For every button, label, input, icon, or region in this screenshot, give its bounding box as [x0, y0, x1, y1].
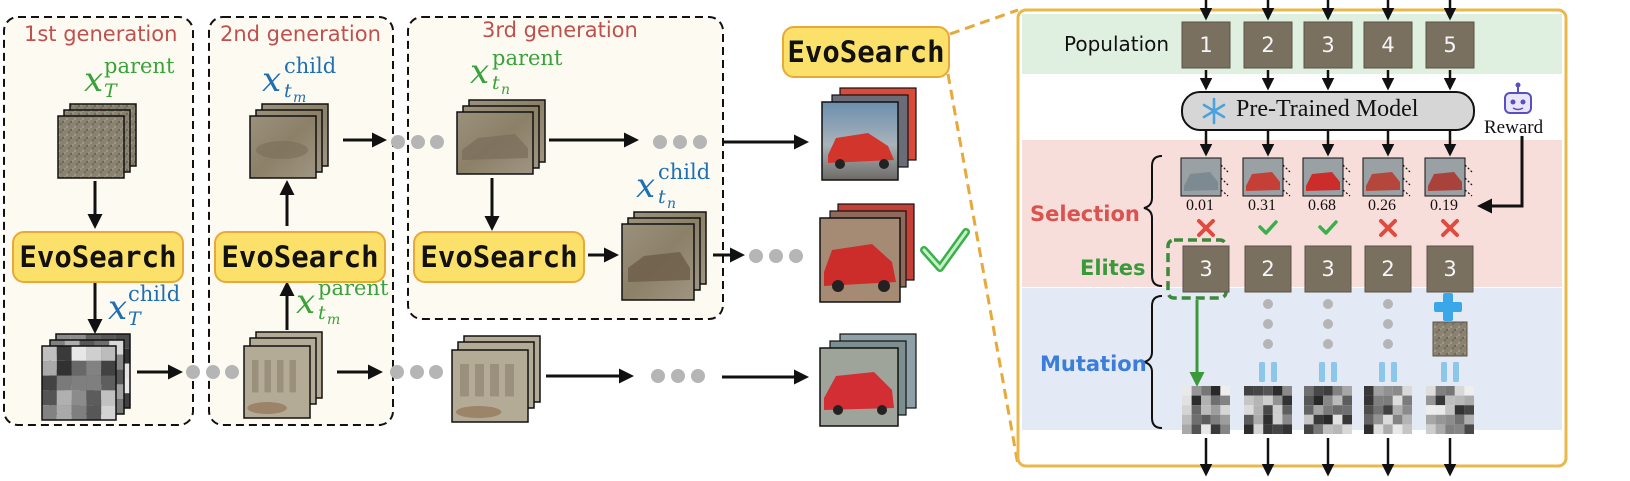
- cross-icon: [1441, 219, 1459, 237]
- elites-label: Elites: [1080, 256, 1146, 280]
- fitness-score: 0.26: [1368, 197, 1396, 214]
- equals-icon: [1319, 362, 1337, 382]
- selection-label: Selection: [1030, 202, 1140, 226]
- fitness-score: 0.01: [1186, 197, 1214, 214]
- x-tm-child-label: x child t m: [262, 54, 337, 106]
- population-id: 1: [1199, 33, 1213, 57]
- elite-id: 3: [1199, 257, 1213, 281]
- population-id: 3: [1321, 33, 1335, 57]
- population-tile: [1303, 21, 1353, 69]
- population-tile: [1425, 21, 1475, 69]
- third-generation-title: 3rd generation: [482, 18, 638, 42]
- population-label: Population: [1064, 32, 1170, 56]
- snowflake-icon: [1202, 97, 1226, 125]
- elite-tile: [1182, 245, 1230, 293]
- evosearch-panel-title: EvoSearch: [782, 26, 950, 78]
- x-T-parent-label: x parent T: [84, 54, 175, 102]
- candidate-image: [1180, 157, 1229, 197]
- mutated-noise-grid: [1244, 386, 1292, 434]
- mutated-noise-grid: [1182, 386, 1230, 434]
- blurry-car-stack-3: [456, 99, 546, 175]
- candidate-image: [1242, 157, 1291, 197]
- x-tn-parent-label: x parent t n: [470, 46, 563, 98]
- evosearch-box-3: EvoSearch: [413, 231, 585, 283]
- cross-icon: [1197, 219, 1215, 237]
- elite-id: 3: [1321, 257, 1335, 281]
- check-icon: [1318, 220, 1338, 235]
- elite-id: 2: [1381, 257, 1395, 281]
- plus-icon: [1434, 293, 1462, 321]
- mutated-noise-grid: [1426, 386, 1474, 434]
- mutation-noise-tile: [1432, 321, 1468, 357]
- child-noise-stack: [41, 333, 131, 421]
- mutation-label: Mutation: [1040, 352, 1147, 376]
- fitness-score: 0.68: [1308, 197, 1336, 214]
- check-icon: [1258, 220, 1278, 235]
- fitness-score: 0.19: [1430, 197, 1458, 214]
- x-tn-child-label: x child t n: [636, 160, 711, 212]
- candidate-image: [1362, 157, 1411, 197]
- building-stack: [243, 331, 323, 419]
- candidate-image: [1424, 157, 1473, 197]
- elite-id: 2: [1261, 257, 1275, 281]
- population-id: 5: [1443, 33, 1457, 57]
- elite-tile: [1426, 245, 1474, 293]
- pretrained-model-label: Pre-Trained Model: [1236, 96, 1419, 122]
- output-car-image-2: [819, 203, 915, 303]
- equals-icon: [1259, 362, 1277, 382]
- output-car-image-3: [819, 333, 917, 427]
- cross-icon: [1379, 219, 1397, 237]
- population-tile: [1243, 21, 1293, 69]
- robot-icon: [1504, 82, 1532, 114]
- x-tm-parent-label: x parent t m: [296, 276, 389, 328]
- population-id: 4: [1381, 33, 1395, 57]
- population-id: 2: [1261, 33, 1275, 57]
- elite-tile: [1364, 245, 1412, 293]
- car-child-stack: [621, 211, 707, 301]
- elite-tile: [1304, 245, 1352, 293]
- ellipsis-dots: [186, 135, 803, 383]
- population-tile: [1363, 21, 1413, 69]
- first-generation-title: 1st generation: [24, 22, 178, 46]
- evosearch-box-2: EvoSearch: [214, 231, 386, 283]
- mutated-noise-grid: [1304, 386, 1352, 434]
- output-car-image-1: [821, 87, 917, 181]
- building-stack-2: [451, 335, 541, 423]
- x-T-child-label: x child T: [108, 282, 181, 330]
- pretrained-model-box: [1181, 91, 1475, 131]
- second-generation-title: 2nd generation: [220, 22, 381, 46]
- blurry-car-stack: [249, 103, 329, 179]
- equals-icon: [1441, 362, 1459, 382]
- reward-label: Reward: [1484, 117, 1544, 138]
- fitness-score: 0.31: [1248, 197, 1276, 214]
- mutated-noise-grid: [1364, 386, 1412, 434]
- elite-id: 3: [1443, 257, 1457, 281]
- elite-tile: [1244, 245, 1292, 293]
- population-tile: [1181, 21, 1231, 69]
- equals-icon: [1379, 362, 1397, 382]
- evosearch-box-1: EvoSearch: [12, 231, 184, 283]
- parent-noise-stack: [57, 103, 137, 179]
- candidate-image: [1302, 157, 1351, 197]
